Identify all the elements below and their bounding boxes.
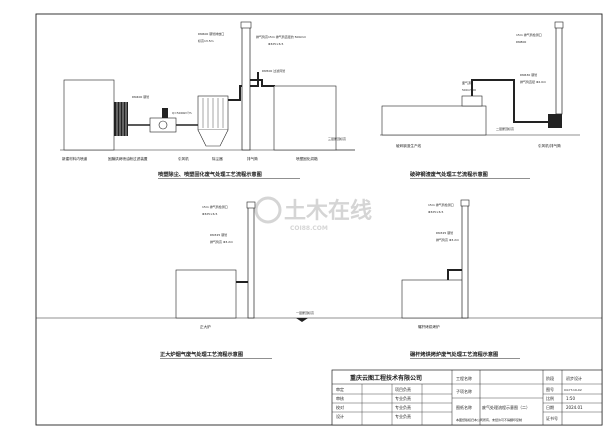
subproject-label: 子项名称	[456, 388, 472, 394]
watermark: 土木在线 COI88.COM	[254, 196, 372, 232]
annotation: 排气筒直径 Φ2.0m	[520, 79, 546, 84]
stage-value: 初步设计	[566, 375, 582, 381]
annotation: 15m 排气筒检测口	[428, 202, 454, 207]
annotation: DN630 钢管	[520, 72, 537, 77]
annotation: DN400 钢管	[132, 94, 149, 99]
equipment-label: 正大炉	[200, 324, 211, 329]
exhaust-stack	[241, 25, 251, 151]
diagram-furnace: 15m 排气筒检测口 Φ325×6.5 DN325 钢管 排气筒高 Φ3.2m …	[160, 201, 272, 359]
annotation: 三层屋顶标高	[328, 136, 346, 141]
role-label: 校对	[336, 404, 344, 410]
diagram-rod-oven: 15m 排气筒检测口 Φ325×6.5 DN325 钢管 排气筒高 Φ3.2m …	[401, 199, 520, 359]
role-label: 审定	[336, 386, 344, 392]
watermark-logo-icon	[254, 196, 282, 224]
annotation: Φ325×6.5	[428, 210, 443, 214]
scale-value: 1:50	[566, 396, 575, 401]
annotation: Q=5000m³/h	[172, 111, 192, 115]
annotation: DN325 钢管	[436, 230, 453, 235]
field-label: 专业负责	[395, 395, 411, 401]
annotation: 二层屋顶标高	[496, 126, 514, 131]
diagram-caption: 碾杆烤烘烤炉废气处理工艺流程示意图	[410, 350, 498, 358]
rod-oven	[401, 279, 467, 319]
annotation: DN600 钢管排放口	[198, 31, 224, 36]
date-value: 2024.01	[566, 405, 583, 410]
equipment-label: 碾杆烤烘烤炉	[418, 324, 440, 329]
equipment-label: 新建材料内喷道	[62, 156, 88, 161]
drawing-name: 废气处理流程示意图（二）	[482, 404, 530, 410]
diagram-caption: 破碎钢渣废气处理工艺流程示意图	[410, 170, 488, 178]
exhaust-stack	[461, 203, 469, 319]
diagram-spray-dust: DN600 钢管排放口 标高13.5m 排气筒高15m 排气筒直径约 500mm…	[60, 21, 355, 179]
date-label: 日期	[546, 404, 554, 410]
company-name: 重庆云图工程技术有限公司	[350, 374, 422, 382]
equipment-label: 破碎钢渣生产线	[396, 143, 422, 148]
equipment-label: 引风机	[178, 156, 189, 161]
annotation: 一层屋顶标高	[296, 310, 314, 315]
project-label: 工程名称	[456, 375, 472, 381]
scale-label: 比例	[546, 395, 554, 401]
exhaust-stack	[555, 25, 563, 115]
drawing-label: 图纸名称	[456, 404, 472, 410]
curing-oven	[273, 85, 337, 151]
annotation: 标高13.5m	[198, 38, 214, 43]
annotation: DN800	[516, 40, 526, 44]
equipment-label: 排气筒	[247, 156, 258, 161]
cert-label: 证书号	[546, 415, 558, 421]
drawing-frame	[35, 13, 603, 426]
equipment-label: 喷塑固化烘箱	[296, 156, 318, 161]
role-label: 设计	[336, 413, 344, 419]
annotation: 排气筒高 Φ3.2m	[436, 237, 459, 242]
copyright-note: 本图纸版权归本公司所有，未经许可不得翻印复制	[456, 417, 522, 422]
field-label: 专业负责	[395, 413, 411, 419]
fan	[548, 114, 562, 128]
annotation: 15m 排气筒检测口	[202, 204, 228, 209]
title-block: 重庆云图工程技术有限公司 工程名称 子项名称 图纸名称 废气处理流程示意图（二）…	[331, 369, 603, 426]
filter-unit	[114, 102, 128, 136]
annotation: DN325 钢管	[210, 232, 227, 237]
watermark-logo-text: 土木在线	[284, 198, 372, 224]
stage-label: 阶段	[546, 375, 554, 381]
exhaust-stack	[247, 205, 255, 319]
field-label: 专业负责	[395, 404, 411, 410]
diagram-caption: 正大炉烟气废气处理工艺流程示意图	[160, 350, 243, 358]
annotation: 500×500	[462, 88, 476, 92]
number-value: 04-YT-19-02	[564, 388, 582, 392]
furnace	[175, 269, 237, 319]
watermark-domain: COI88.COM	[290, 225, 328, 232]
annotation: Φ325×6.5	[268, 42, 283, 46]
annotation: Φ325×6.5	[202, 212, 217, 216]
equipment-label: 引风机/排气筒	[538, 143, 561, 148]
annotation: 排气筒高 Φ3.2m	[210, 239, 233, 244]
equipment-label: 除尘器	[212, 156, 223, 161]
annotation: 废气源	[462, 80, 471, 85]
production-line	[381, 105, 487, 136]
spray-booth-building	[63, 79, 115, 151]
role-label: 审核	[336, 395, 344, 401]
diagram-steel-slag: 15m 排气筒检测口 DN800 DN630 钢管 排气筒直径 Φ2.0m 废气…	[380, 21, 580, 179]
equipment-label: 固膜烘烤喷油粉过滤装置	[108, 156, 148, 161]
field-label: 项目负责	[395, 386, 411, 392]
number-label: 图号	[546, 386, 554, 392]
diagram-caption: 喷塑除尘、喷塑固化废气处理工艺流程示意图	[158, 170, 262, 178]
annotation: 15m 排气筒检测口	[516, 32, 542, 37]
annotation: DN500 过滤风管	[262, 68, 285, 73]
annotation: 排气筒高15m 排气筒直径约 500mm	[256, 34, 306, 39]
